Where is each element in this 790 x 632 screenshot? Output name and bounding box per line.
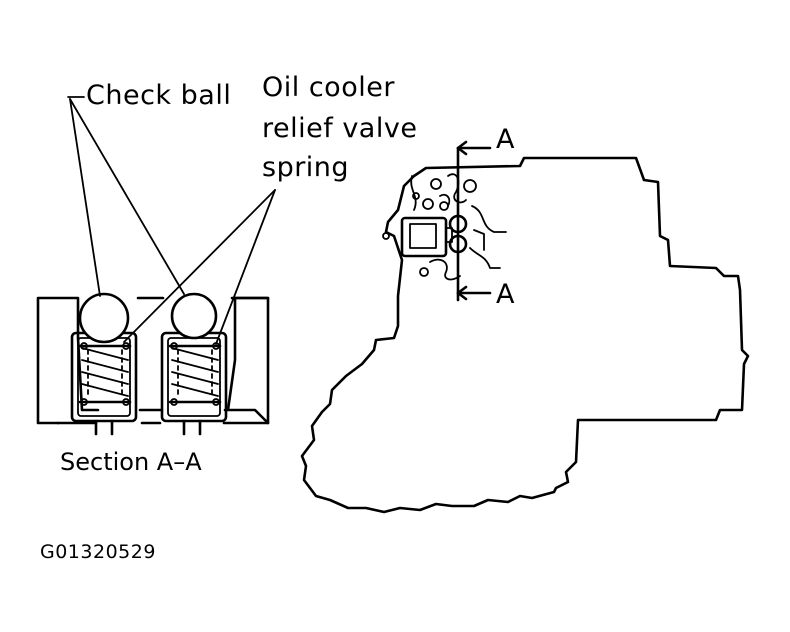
left-spring: [78, 342, 132, 406]
small-hole-1: [463, 179, 477, 193]
channel-b: [471, 205, 507, 233]
spring-leader-right: [215, 189, 276, 345]
right-check-ball: [170, 292, 218, 340]
section-line: [456, 140, 492, 302]
port-rect: [400, 216, 448, 258]
right-valve: [160, 292, 228, 436]
left-valve: [70, 292, 138, 436]
valve-body-plan: [300, 140, 750, 514]
left-stem: [94, 419, 114, 436]
transmission-case-outline: [300, 156, 750, 514]
right-spring: [168, 342, 222, 406]
small-hole-3: [422, 198, 434, 210]
small-hole-5: [419, 267, 429, 277]
channel-g: [439, 193, 451, 207]
valve-detail: [382, 173, 507, 281]
section-marker-bottom: A: [496, 279, 515, 310]
channel-f: [473, 229, 485, 251]
leader-lines: [67, 96, 276, 345]
oil-cooler-label-line2: relief valve: [262, 113, 418, 144]
bolt-hole: [382, 232, 390, 240]
arrow-bottom-head: [456, 285, 468, 301]
channel-e: [410, 175, 417, 211]
left-check-ball: [78, 292, 130, 344]
check-ball-label: Check ball: [86, 80, 232, 111]
spring-leader-left: [123, 189, 276, 343]
section-marker-top: A: [496, 124, 515, 155]
oil-cooler-label-line1: Oil cooler: [262, 72, 395, 103]
channel-a: [447, 173, 467, 204]
small-hole-4: [439, 201, 449, 211]
port-rect-inner: [409, 223, 437, 249]
channel-c: [469, 247, 501, 269]
oil-cooler-label-line3: spring: [262, 152, 350, 183]
small-hole-2: [430, 178, 442, 190]
check-ball-leader-left: [69, 98, 101, 297]
figure-code: G01320529: [40, 541, 156, 563]
section-view: [36, 96, 276, 436]
right-stem: [182, 419, 202, 436]
section-caption: Section A–A: [60, 448, 202, 476]
arrow-top-head: [456, 140, 468, 156]
check-ball-leader-right: [69, 98, 185, 295]
channel-d: [429, 258, 461, 281]
